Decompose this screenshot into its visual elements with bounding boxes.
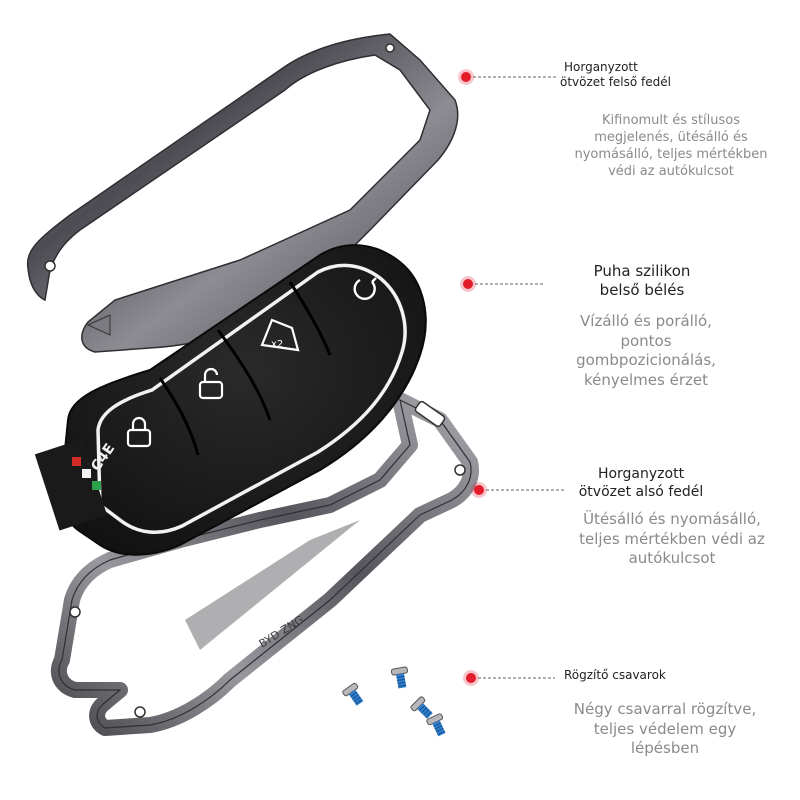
stripe-green [92,481,101,490]
unlock-icon [198,367,224,400]
callout-desc-upper-cover: Kifinomult és stílusos megjelenés, ütésá… [566,113,776,181]
callout-dot [466,673,476,683]
screw-icon [426,713,446,737]
callout-title-line: Horganyzott [564,60,638,74]
upper-frame [26,33,459,353]
callout-desc-line: gombpozicionálás, [576,351,716,369]
callout-title-line: Rögzítő csavarok [564,668,666,682]
callout-desc-line: pontos [620,331,672,350]
callout-desc-line: teljes védelem egy [593,719,737,738]
callout-title-line: Puha szilikon [593,262,691,280]
callout-desc-silicone-liner: Vízálló és porálló, pontos gombpozicioná… [556,312,736,390]
callout-desc-line: nyomásálló, teljes mértékben [574,146,768,162]
callout-desc-line: Ütésálló és nyomásálló, [583,510,761,528]
callout-desc-line: autókulcsot [628,549,716,567]
callout-title-line: Horganyzott [597,466,685,482]
callout-title-upper-cover: Horganyzott ötvözet felső fedél [560,60,695,90]
callout-title-screws: Rögzítő csavarok [564,668,704,683]
trunk-icon: x2 [260,318,300,352]
callout-desc-line: Vízálló és porálló, [580,312,712,330]
callout-desc-line: Négy csavarral rögzítve, [573,700,757,718]
callout-desc-screws: Négy csavarral rögzítve, teljes védelem … [560,700,770,759]
callout-desc-line: Kifinomult és stílusos [602,113,740,128]
callout-desc-line: teljes mértékben védi az [579,529,765,548]
callout-title-line: ötvözet alsó fedél [578,483,704,500]
callout-dot [474,485,484,495]
screw-icon [410,696,433,719]
lock-icon [126,416,152,448]
callout-dot [461,72,471,82]
callout-desc-line: megjelenés, ütésálló és [594,129,748,145]
stripe-red [72,457,81,466]
callout-title-silicone-liner: Puha szilikon belső bélés [572,262,712,300]
stripe-white [82,469,91,478]
lower-frame: BYD ZNG [50,392,479,736]
callout-desc-line: védi az autókulcsot [608,163,734,179]
screw-icon [390,666,409,689]
power-icon [353,277,377,301]
silicone-key-fob: C4E x2 [34,244,427,556]
callout-desc-line: kényelmes érzet [584,370,708,389]
screw-icon [342,682,364,706]
callout-dot [463,279,473,289]
callout-desc-lower-cover: Ütésálló és nyomásálló, teljes mértékben… [570,510,774,569]
callout-title-lower-cover: Horganyzott ötvözet alsó fedél [566,466,716,501]
callout-title-line: ötvözet felső fedél [560,75,671,89]
svg-text:x2: x2 [271,339,283,350]
callout-desc-line: lépésben [630,739,700,757]
callout-title-line: belső bélés [599,280,685,299]
